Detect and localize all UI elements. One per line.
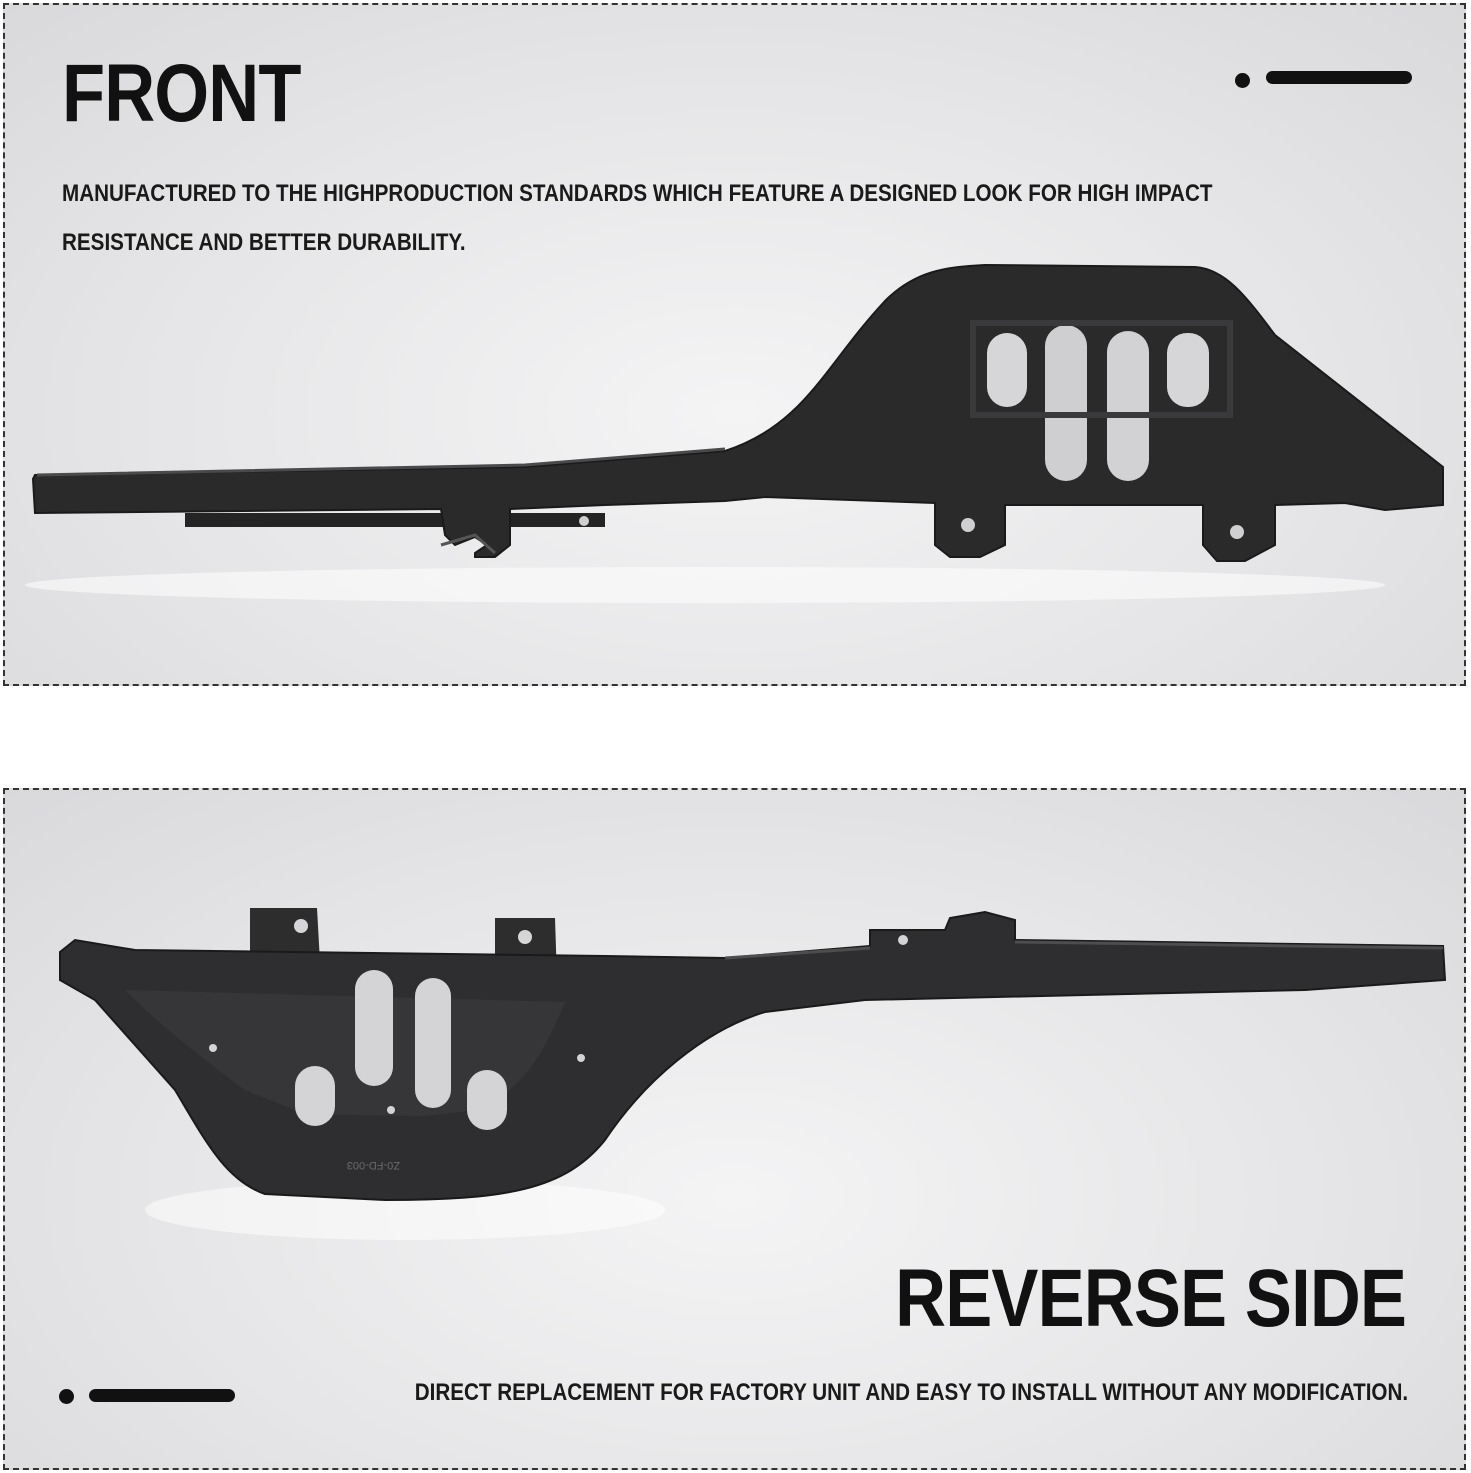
decoration-bar [89,1389,235,1402]
front-panel: FRONT MANUFACTURED TO THE HIGHPRODUCTION… [3,3,1466,686]
decoration-dot [1235,73,1250,88]
part-marking: Z0-FD-003 [347,1159,400,1171]
front-title: FRONT [62,48,301,139]
front-description-line-2: RESISTANCE AND BETTER DURABILITY. [62,229,466,256]
reverse-title: REVERSE SIDE [895,1253,1407,1344]
reverse-description: DIRECT REPLACEMENT FOR FACTORY UNIT AND … [414,1379,1408,1406]
bracket-front-image [25,263,1444,603]
decoration-bar [1266,71,1412,84]
reverse-panel: Z0-FD-003 REVERSE SIDE DIRECT REPLACEMEN… [3,788,1466,1470]
decoration-dot [59,1389,74,1404]
bracket-reverse-image: Z0-FD-003 [59,908,1447,1240]
front-description-line-1: MANUFACTURED TO THE HIGHPRODUCTION STAND… [62,180,1213,207]
